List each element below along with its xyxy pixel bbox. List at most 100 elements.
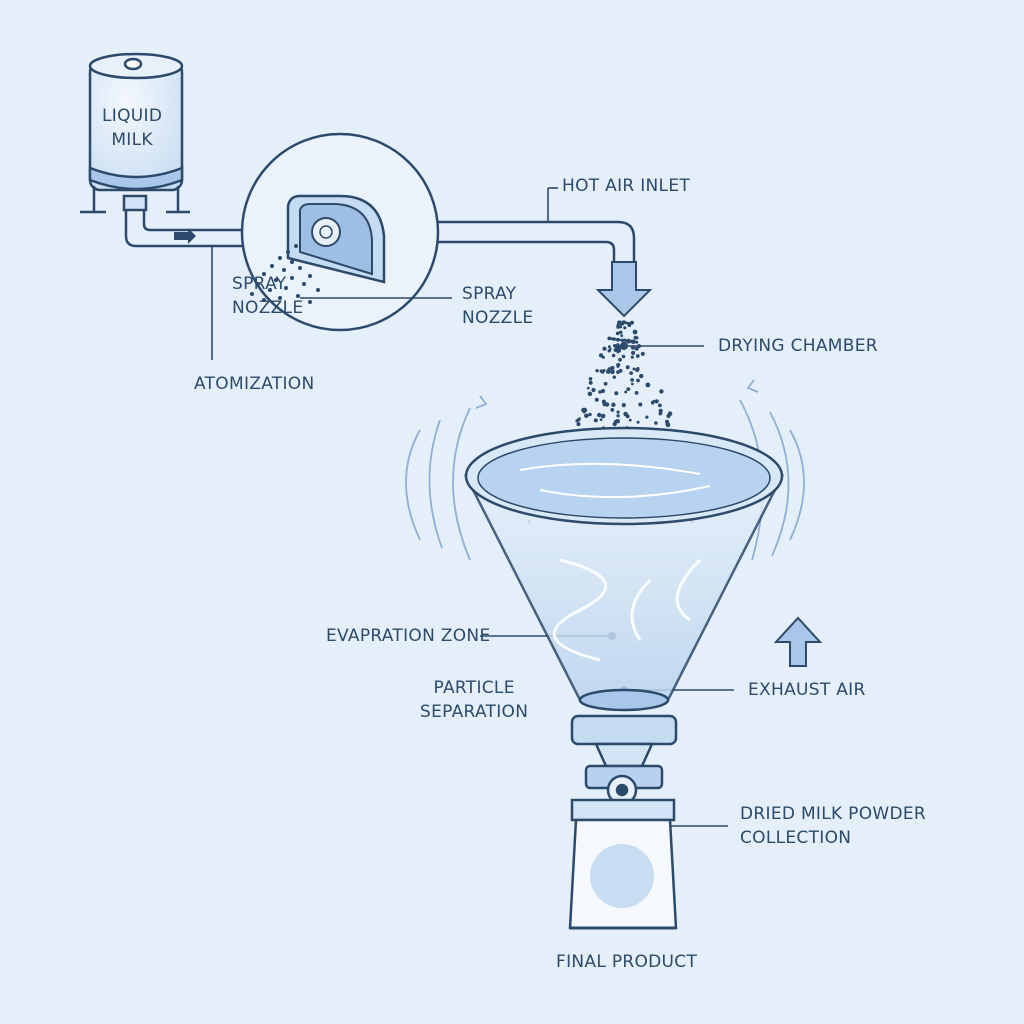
exhaust-air-label: EXHAUST AIR — [748, 680, 866, 700]
spray-droplet — [588, 412, 592, 417]
spray-droplet — [615, 344, 619, 348]
spray-droplet — [630, 378, 634, 382]
spray-droplet — [610, 366, 615, 370]
spray-droplet — [607, 367, 611, 371]
spray-droplet — [618, 330, 623, 335]
spray-droplet — [635, 368, 640, 372]
spray-droplet — [630, 355, 634, 359]
spray-droplet — [658, 403, 662, 408]
liquid-milk-tank — [80, 52, 190, 214]
spray-droplet — [615, 331, 620, 336]
nozzle-spray-droplets — [250, 244, 320, 304]
spray-droplet — [600, 370, 605, 374]
evaporation-zone-label: EVAPRATION ZONE — [326, 626, 491, 646]
hot-air-down-arrow-icon — [595, 261, 653, 318]
particle-separation-line1: PARTICLE — [433, 678, 515, 698]
spray-droplet — [616, 410, 620, 414]
exhaust-up-arrow-icon — [773, 616, 823, 667]
spray-droplet — [666, 413, 671, 419]
spray-droplet — [635, 336, 639, 340]
spray-droplet — [610, 408, 615, 412]
spray-droplet — [607, 345, 611, 349]
spray-droplet — [581, 407, 586, 413]
spray-droplet — [625, 365, 630, 370]
spray-droplet — [630, 320, 634, 325]
powder-collection-line2: COLLECTION — [740, 828, 852, 848]
spray-droplet — [624, 390, 628, 394]
spray-nozzle-inner-label: SPRAY NOZZLE — [232, 272, 303, 320]
liquid-milk-label-line1: LIQUID — [102, 106, 163, 126]
spray-droplet — [616, 414, 620, 418]
spray-droplet — [614, 391, 619, 396]
spray-droplet — [636, 420, 640, 424]
powder-collection-label: DRIED MILK POWDER COLLECTION — [740, 802, 926, 850]
spray-droplet — [600, 388, 606, 394]
spray-droplet — [588, 380, 593, 385]
spray-droplet — [597, 412, 602, 418]
spray-droplet — [616, 370, 620, 374]
drying-chamber-cone — [463, 426, 785, 712]
spray-droplet — [612, 375, 616, 379]
spray-droplet — [645, 415, 649, 419]
spray-droplet — [632, 329, 638, 335]
spray-droplet — [635, 354, 640, 358]
particle-separation-label: PARTICLE SEPARATION — [420, 676, 528, 724]
spray-droplet — [618, 357, 622, 362]
spray-droplet — [650, 400, 655, 405]
drying-chamber-label: DRYING CHAMBER — [718, 336, 878, 356]
liquid-milk-label-line2: MILK — [111, 130, 153, 150]
spray-droplet — [626, 387, 631, 391]
cone-swirl-streaks — [552, 558, 702, 662]
spray-droplet — [639, 373, 644, 379]
spray-droplet — [621, 403, 626, 408]
spray-droplet — [632, 367, 636, 371]
spray-droplet — [630, 345, 636, 350]
spray-droplet — [637, 344, 641, 349]
spray-nozzle-inner-line2: NOZZLE — [232, 298, 304, 318]
spray-droplet — [600, 413, 606, 419]
spray-droplet — [629, 371, 633, 375]
spray-droplet — [658, 408, 663, 413]
spray-droplet — [598, 390, 602, 394]
spray-droplet — [610, 369, 615, 375]
spray-droplet — [622, 339, 626, 342]
spray-nozzle-inner-line1: SPRAY — [232, 274, 287, 294]
spray-droplet — [640, 351, 645, 356]
powder-collection-line1: DRIED MILK POWDER — [740, 804, 927, 824]
spray-droplet — [586, 386, 590, 390]
spray-droplet — [617, 338, 621, 342]
spray-droplet — [598, 353, 604, 358]
spray-nozzle-outer-label: SPRAY NOZZLE — [462, 282, 533, 330]
nozzle-detail-circle — [240, 132, 440, 332]
spray-droplet — [635, 340, 639, 344]
spray-droplet — [613, 337, 617, 341]
spray-droplet — [611, 402, 616, 407]
spray-droplet — [594, 397, 599, 402]
final-product-label: FINAL PRODUCT — [556, 952, 698, 972]
spray-droplet — [621, 342, 625, 346]
particle-separation-line2: SEPARATION — [420, 702, 529, 722]
spray-droplet — [578, 417, 581, 420]
spray-droplet — [599, 418, 603, 421]
spray-droplet — [616, 419, 620, 424]
atomization-label: ATOMIZATION — [194, 374, 315, 394]
spray-droplet — [584, 413, 589, 418]
spray-droplet — [628, 323, 631, 327]
spray-droplet — [617, 320, 622, 326]
spray-droplet — [623, 326, 627, 330]
spray-droplet — [631, 350, 636, 355]
collection-valve — [570, 714, 678, 806]
spray-droplet — [636, 378, 640, 383]
spray-droplet — [654, 421, 658, 425]
spray-droplet — [609, 337, 613, 341]
spray-droplet — [624, 321, 628, 325]
spray-droplet — [616, 325, 620, 329]
spray-droplet — [658, 412, 662, 416]
spray-nozzle-outer-line1: SPRAY — [462, 284, 517, 304]
flow-arrow-icon — [174, 228, 196, 244]
spray-droplet — [602, 346, 607, 351]
spray-droplet — [621, 354, 626, 359]
spray-droplet — [645, 382, 651, 388]
